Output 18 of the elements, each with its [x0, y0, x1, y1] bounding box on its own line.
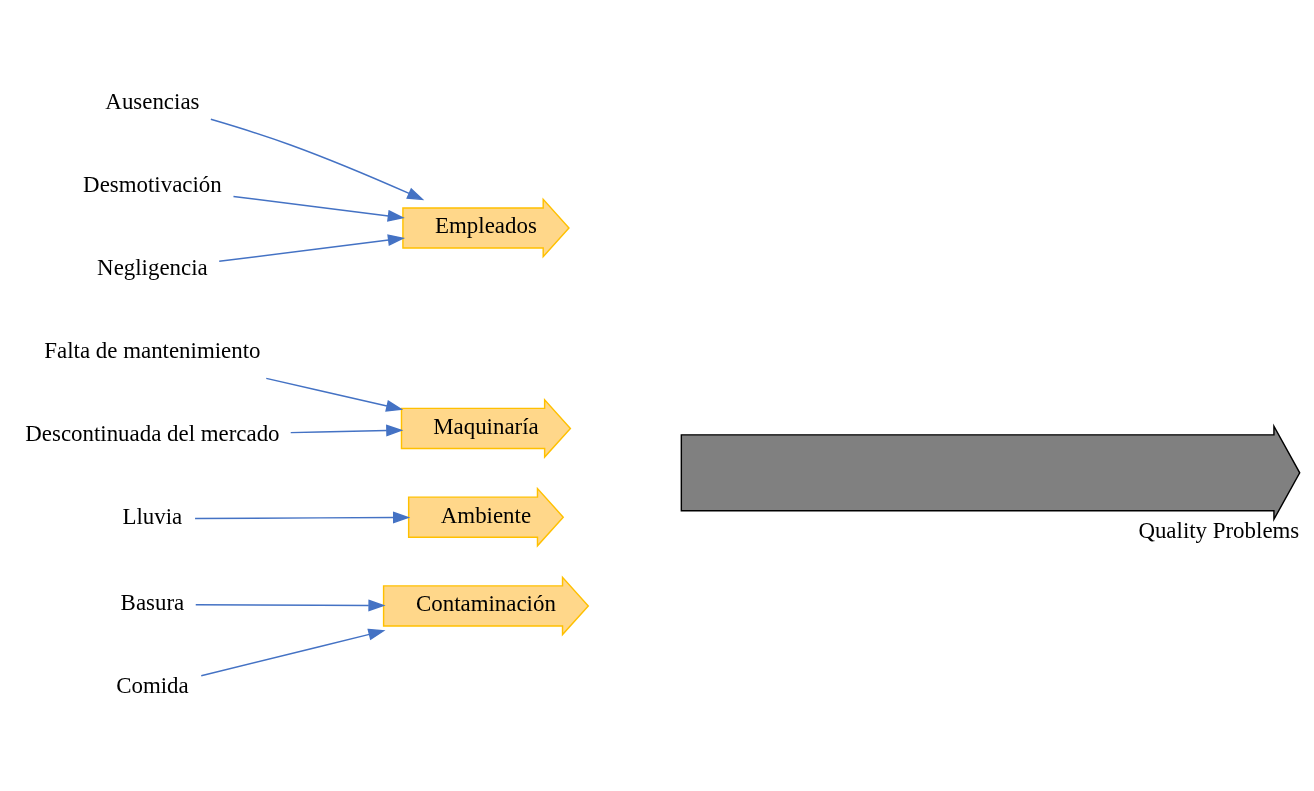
node-label: Quality Problems — [1138, 517, 1300, 543]
node-text: Descontinuada del mercado — [25, 421, 280, 447]
node-text: Desmotivación — [83, 171, 222, 197]
arrow — [265, 377, 404, 412]
node-text: Falta de mantenimiento — [44, 338, 261, 363]
node-text: Comida — [116, 672, 189, 698]
node-arrow — [680, 423, 1301, 523]
arrow — [195, 599, 386, 612]
arrow — [232, 195, 405, 222]
node-text: Ausencias — [105, 88, 200, 114]
arrow — [290, 424, 404, 437]
arrow — [210, 118, 425, 201]
node-text: Lluvia — [122, 504, 183, 530]
arrow — [218, 234, 406, 263]
arrow — [194, 511, 411, 524]
node-text: Negligencia — [97, 254, 208, 280]
arrow — [200, 628, 386, 677]
node-text: Basura — [120, 589, 185, 615]
